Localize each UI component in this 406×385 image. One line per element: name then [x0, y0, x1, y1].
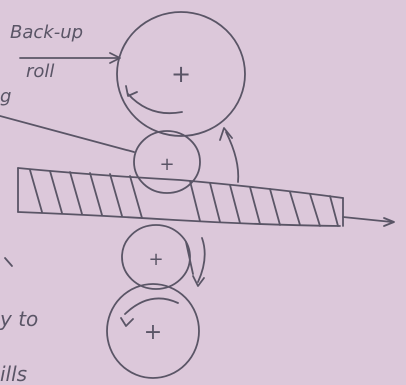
strip-hatching [30, 170, 338, 226]
work-roll-bottom: + [122, 225, 193, 289]
roll-center-mark: + [159, 154, 174, 175]
roll-center-mark: + [148, 249, 163, 270]
rotation-arrow-top-backup [128, 94, 182, 113]
roll-center-mark: + [144, 320, 162, 345]
leader-line-left [0, 116, 134, 152]
text-fragment-bottom-left-2: ills [0, 362, 27, 385]
rotation-arrow-bottom-right [198, 238, 205, 282]
arrow-head-top-backup [126, 86, 137, 96]
text-fragment-bottom-left-1: y to [0, 307, 38, 331]
stray-mark [5, 258, 12, 266]
backup-roll-top: + [117, 12, 245, 136]
rotation-arrow-bottom-backup [125, 298, 178, 314]
strip [18, 168, 394, 226]
label-roll: roll [26, 61, 54, 82]
arrow-head-bottom-backup [121, 318, 133, 326]
rotation-arrow-top-work [226, 132, 238, 182]
backup-roll-bottom: + [107, 284, 199, 378]
label-backup: Back-up [10, 22, 83, 43]
text-fragment-left: g [0, 86, 11, 107]
roll-center-mark: + [171, 60, 191, 88]
